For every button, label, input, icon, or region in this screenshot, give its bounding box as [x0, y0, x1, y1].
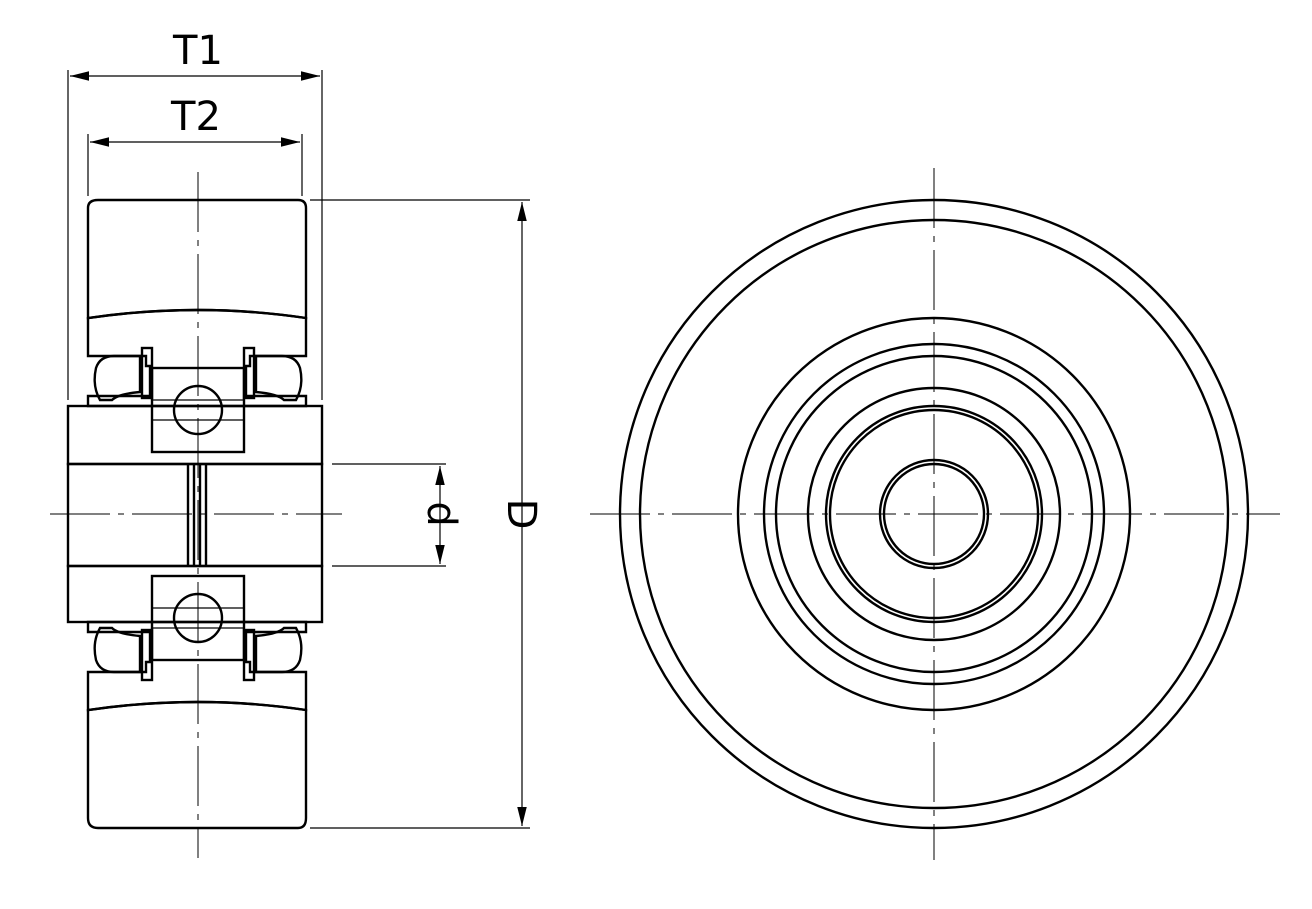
dimension-t2-label: T2 [170, 94, 221, 140]
dimension-t1-label: T1 [172, 28, 223, 74]
dimension-t1: T1 [67, 28, 323, 400]
front-view [590, 168, 1280, 860]
dimension-t2: T2 [87, 94, 303, 196]
tyre-top [86, 198, 308, 320]
dimension-d-small-label: d [418, 501, 464, 526]
seal-top [93, 346, 303, 402]
dimension-d-large-label: D [498, 499, 544, 530]
wheel-core-bottom [86, 620, 308, 712]
axle-bore [66, 462, 324, 568]
section-view [50, 172, 342, 858]
wheel-core-top [86, 308, 308, 408]
dimension-d-large: D [310, 199, 544, 829]
tyre-bottom [86, 700, 308, 830]
dimension-d-small: d [332, 463, 464, 567]
seal-bottom [93, 626, 303, 682]
